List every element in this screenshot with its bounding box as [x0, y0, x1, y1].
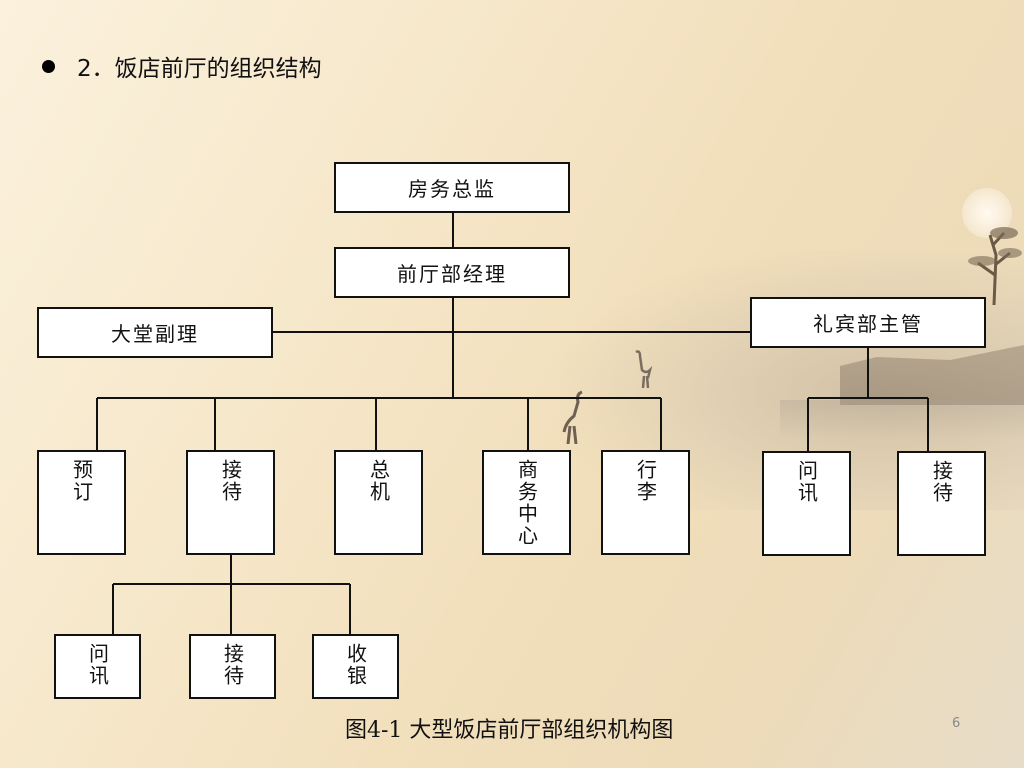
crane-decoration-small	[635, 350, 653, 388]
node-switchboard: 总机	[334, 450, 423, 555]
node-manager: 前厅部经理	[334, 247, 570, 298]
water-decoration	[780, 400, 1024, 440]
node-reception: 接待	[186, 450, 275, 555]
page-number: 6	[952, 716, 961, 731]
node-reception-label: 接待	[218, 459, 243, 503]
node-director-label: 房务总监	[408, 177, 496, 201]
node-sub-inquiry-label: 问讯	[85, 643, 110, 687]
node-director: 房务总监	[334, 162, 570, 213]
node-concierge-supervisor-label: 礼宾部主管	[813, 312, 923, 336]
node-sub-cashier-label: 收银	[343, 643, 368, 687]
bullet-icon	[42, 59, 55, 73]
node-reservation-label: 预订	[69, 459, 94, 503]
node-concierge-supervisor: 礼宾部主管	[750, 297, 986, 348]
node-concierge-inquiry: 问讯	[762, 451, 851, 556]
node-sub-reception-label: 接待	[220, 643, 245, 687]
node-business-center: 商务中心	[482, 450, 571, 555]
node-luggage-label: 行李	[633, 459, 658, 503]
node-lobby-assistant: 大堂副理	[37, 307, 273, 358]
node-concierge-reception-label: 接待	[929, 460, 954, 504]
node-business-center-label: 商务中心	[514, 459, 539, 547]
node-lobby-assistant-label: 大堂副理	[111, 322, 199, 346]
crane-decoration-large	[562, 390, 583, 444]
node-sub-reception: 接待	[189, 634, 276, 699]
node-concierge-inquiry-label: 问讯	[794, 460, 819, 504]
node-sub-inquiry: 问讯	[54, 634, 141, 699]
node-reservation: 预订	[37, 450, 126, 555]
node-luggage: 行李	[601, 450, 690, 555]
node-sub-cashier: 收银	[312, 634, 399, 699]
node-switchboard-label: 总机	[366, 459, 391, 503]
node-concierge-reception: 接待	[897, 451, 986, 556]
node-manager-label: 前厅部经理	[397, 262, 507, 286]
slide-heading-text: 2．饭店前厅的组织结构	[77, 56, 322, 82]
figure-caption: 图4-1 大型饭店前厅部组织机构图	[345, 718, 674, 743]
tree-decoration	[968, 227, 1022, 305]
slide-heading: 2．饭店前厅的组织结构	[42, 48, 322, 84]
